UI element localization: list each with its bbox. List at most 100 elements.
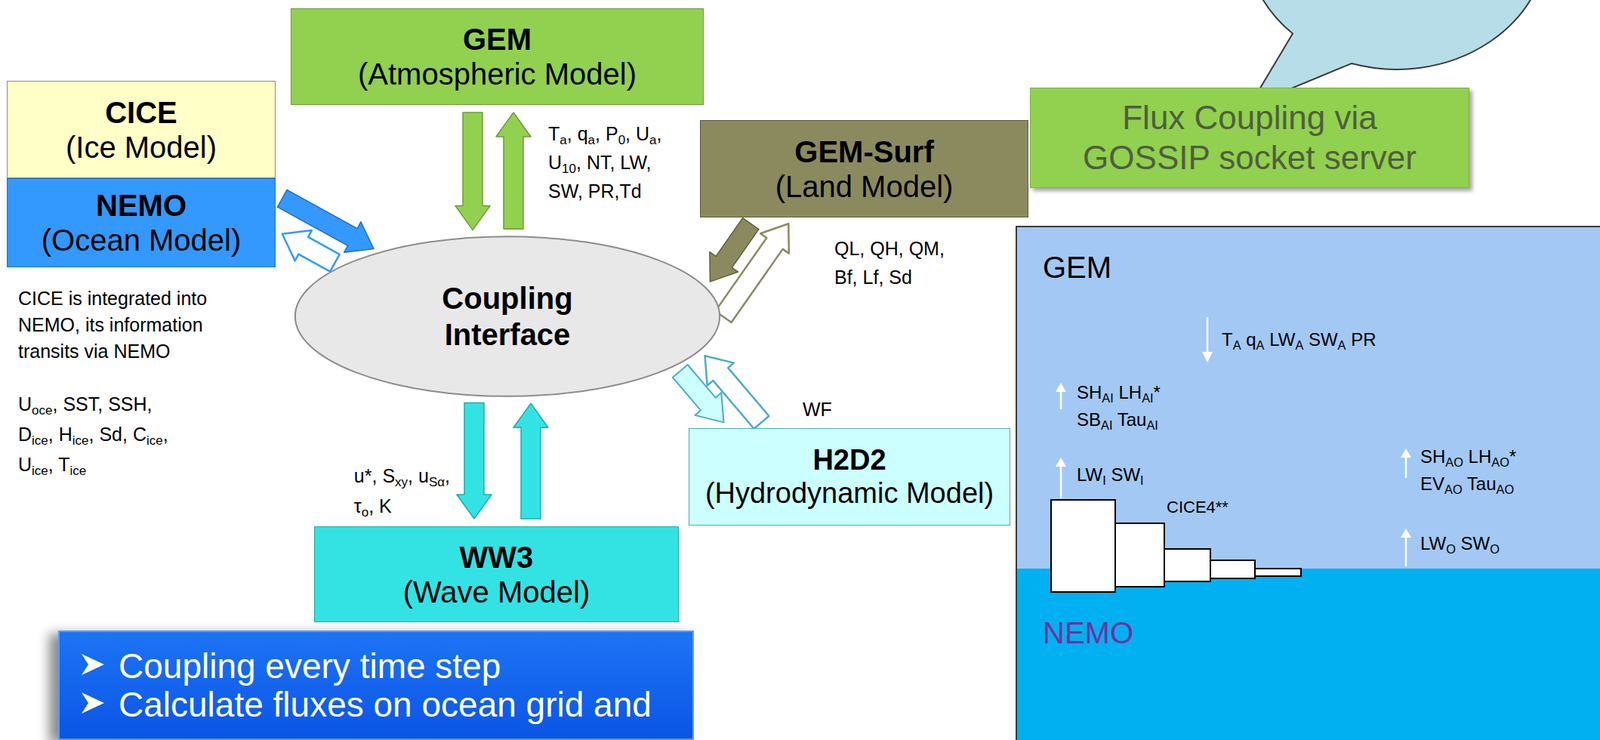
block-arrow: [282, 230, 340, 272]
ice-block: [1115, 523, 1165, 587]
ellipse-outline: [292, 234, 722, 398]
subscript: oce: [31, 403, 53, 418]
subscript: A: [1294, 338, 1304, 352]
variable-label: Ta, qa, P0, Ua, U10, NT, LW, SW, PR,Td: [548, 120, 662, 205]
subscript: 10: [561, 161, 577, 176]
atmosphere-panel: [1016, 226, 1600, 740]
node-text: Coupling every time step: [118, 647, 501, 686]
variable-label: QL, QH, QM, Bf, Lf, Sd: [834, 234, 945, 292]
node-text: GEM-Surf: [794, 134, 934, 170]
bullet-arrow: [81, 653, 105, 676]
subscript: o: [361, 505, 369, 520]
ice-block: [1254, 568, 1301, 577]
subscript: ice: [72, 433, 90, 448]
subscript: AI: [1146, 418, 1158, 432]
variable-label: LWI SWI: [1076, 462, 1144, 490]
node-text: Flux Coupling via GOSSIP socket server: [1082, 98, 1417, 179]
callout-box: Flux Coupling via GOSSIP socket server: [1029, 87, 1470, 189]
node-text: (Atmospheric Model): [357, 56, 637, 92]
ice-block: [1051, 499, 1116, 592]
subscript: a: [559, 132, 567, 148]
panel-outline: [1016, 226, 1600, 740]
model-box: GEM(Atmospheric Model): [290, 8, 704, 105]
subscript: ice: [31, 463, 49, 478]
flux-arrow: [1405, 456, 1408, 478]
subscript: ice: [31, 433, 49, 448]
flux-arrow: [1060, 465, 1063, 499]
flux-arrowhead: [1055, 382, 1067, 392]
model-box: WW3(Wave Model): [314, 526, 679, 623]
variable-label: Uoce, SST, SSH, Dice, Hice, Sd, Cice, Ui…: [18, 390, 169, 481]
subscript: xy: [394, 474, 408, 490]
variable-label: SHAO LHAO* EVAO TauAO: [1420, 443, 1517, 499]
node-text: (Ice Model): [65, 129, 217, 165]
ocean-panel: [1016, 568, 1600, 740]
block-arrow: [705, 355, 770, 429]
subscript: A: [1233, 338, 1242, 352]
subscript: I: [1102, 473, 1107, 488]
variable-label: CICE is integrated into NEMO, its inform…: [18, 285, 207, 365]
node-text: (Land Model): [775, 169, 954, 204]
node-text: NEMO: [95, 188, 187, 223]
node-text: Calculate fluxes on ocean grid and: [118, 685, 652, 725]
flux-arrowhead: [1400, 448, 1412, 458]
variable-label: LWO SWO: [1420, 530, 1500, 558]
block-arrow: [455, 112, 491, 231]
node-text: (Ocean Model): [41, 222, 242, 258]
subscript: 0: [618, 132, 626, 148]
subscript: AO: [1445, 455, 1464, 469]
model-box: CICE(Ice Model): [6, 80, 276, 179]
block-arrow: [513, 403, 549, 519]
subscript: AI: [1101, 391, 1113, 405]
node-text: GEM: [462, 21, 532, 57]
flux-arrowhead: [1055, 457, 1067, 467]
node-text: (Wave Model): [403, 574, 590, 610]
ocean-band: NEMO: [1016, 568, 1600, 740]
model-box: GEM-Surf(Land Model): [699, 120, 1029, 218]
node-text: WW3: [459, 539, 534, 575]
subscript: a: [588, 132, 595, 148]
variable-label: CICE4**: [1166, 496, 1229, 518]
flux-arrow: [1060, 390, 1063, 410]
node-text: (Hydrodynamic Model): [705, 477, 994, 511]
block-arrow: [456, 403, 492, 520]
variable-label: u*, Sxy, uSα, τo, K: [354, 462, 451, 523]
model-box: H2D2(Hydrodynamic Model): [688, 428, 1011, 526]
subscript: O: [1445, 542, 1456, 556]
ice-block: [1164, 548, 1211, 582]
subscript: AO: [1496, 482, 1515, 497]
subscript: A: [1337, 338, 1347, 352]
subscript: AI: [1100, 418, 1113, 432]
flux-arrow: [1405, 536, 1408, 567]
node-text: GEM: [1042, 249, 1112, 285]
ice-block: [1210, 560, 1255, 579]
subscript: AO: [1491, 455, 1510, 469]
variable-label: SHAI LHAI* SBAI TauAI: [1076, 379, 1161, 435]
flux-arrowhead: [1400, 528, 1412, 538]
flux-arrow: [1206, 317, 1209, 354]
flux-arrowhead: [1202, 351, 1213, 363]
variable-label: TA qA LWA SWA PR: [1221, 328, 1377, 353]
node-text: CICE: [104, 95, 178, 130]
variable-label: WF: [802, 397, 833, 421]
block-arrow: [496, 112, 531, 229]
bullet-arrow: [81, 692, 105, 714]
model-box: NEMO(Ocean Model): [6, 178, 276, 268]
node-text: NEMO: [1042, 615, 1134, 651]
subscript: AI: [1141, 391, 1153, 405]
subscript: O: [1489, 542, 1500, 556]
node-text: H2D2: [812, 443, 886, 478]
subscript: a: [649, 132, 657, 148]
node-text: Coupling Interface: [441, 280, 573, 353]
bullet-box: Coupling every time stepCalculate fluxes…: [58, 630, 694, 740]
subscript: I: [1140, 473, 1144, 488]
block-arrow: [715, 223, 790, 323]
subscript: ice: [146, 433, 164, 448]
subscript: A: [1256, 338, 1265, 352]
subscript: Sα: [428, 474, 445, 490]
ellipse-shape: [295, 236, 720, 397]
coupling-ellipse: Coupling Interface: [292, 234, 722, 398]
subscript: ice: [70, 463, 87, 478]
subscript: AO: [1444, 482, 1463, 497]
